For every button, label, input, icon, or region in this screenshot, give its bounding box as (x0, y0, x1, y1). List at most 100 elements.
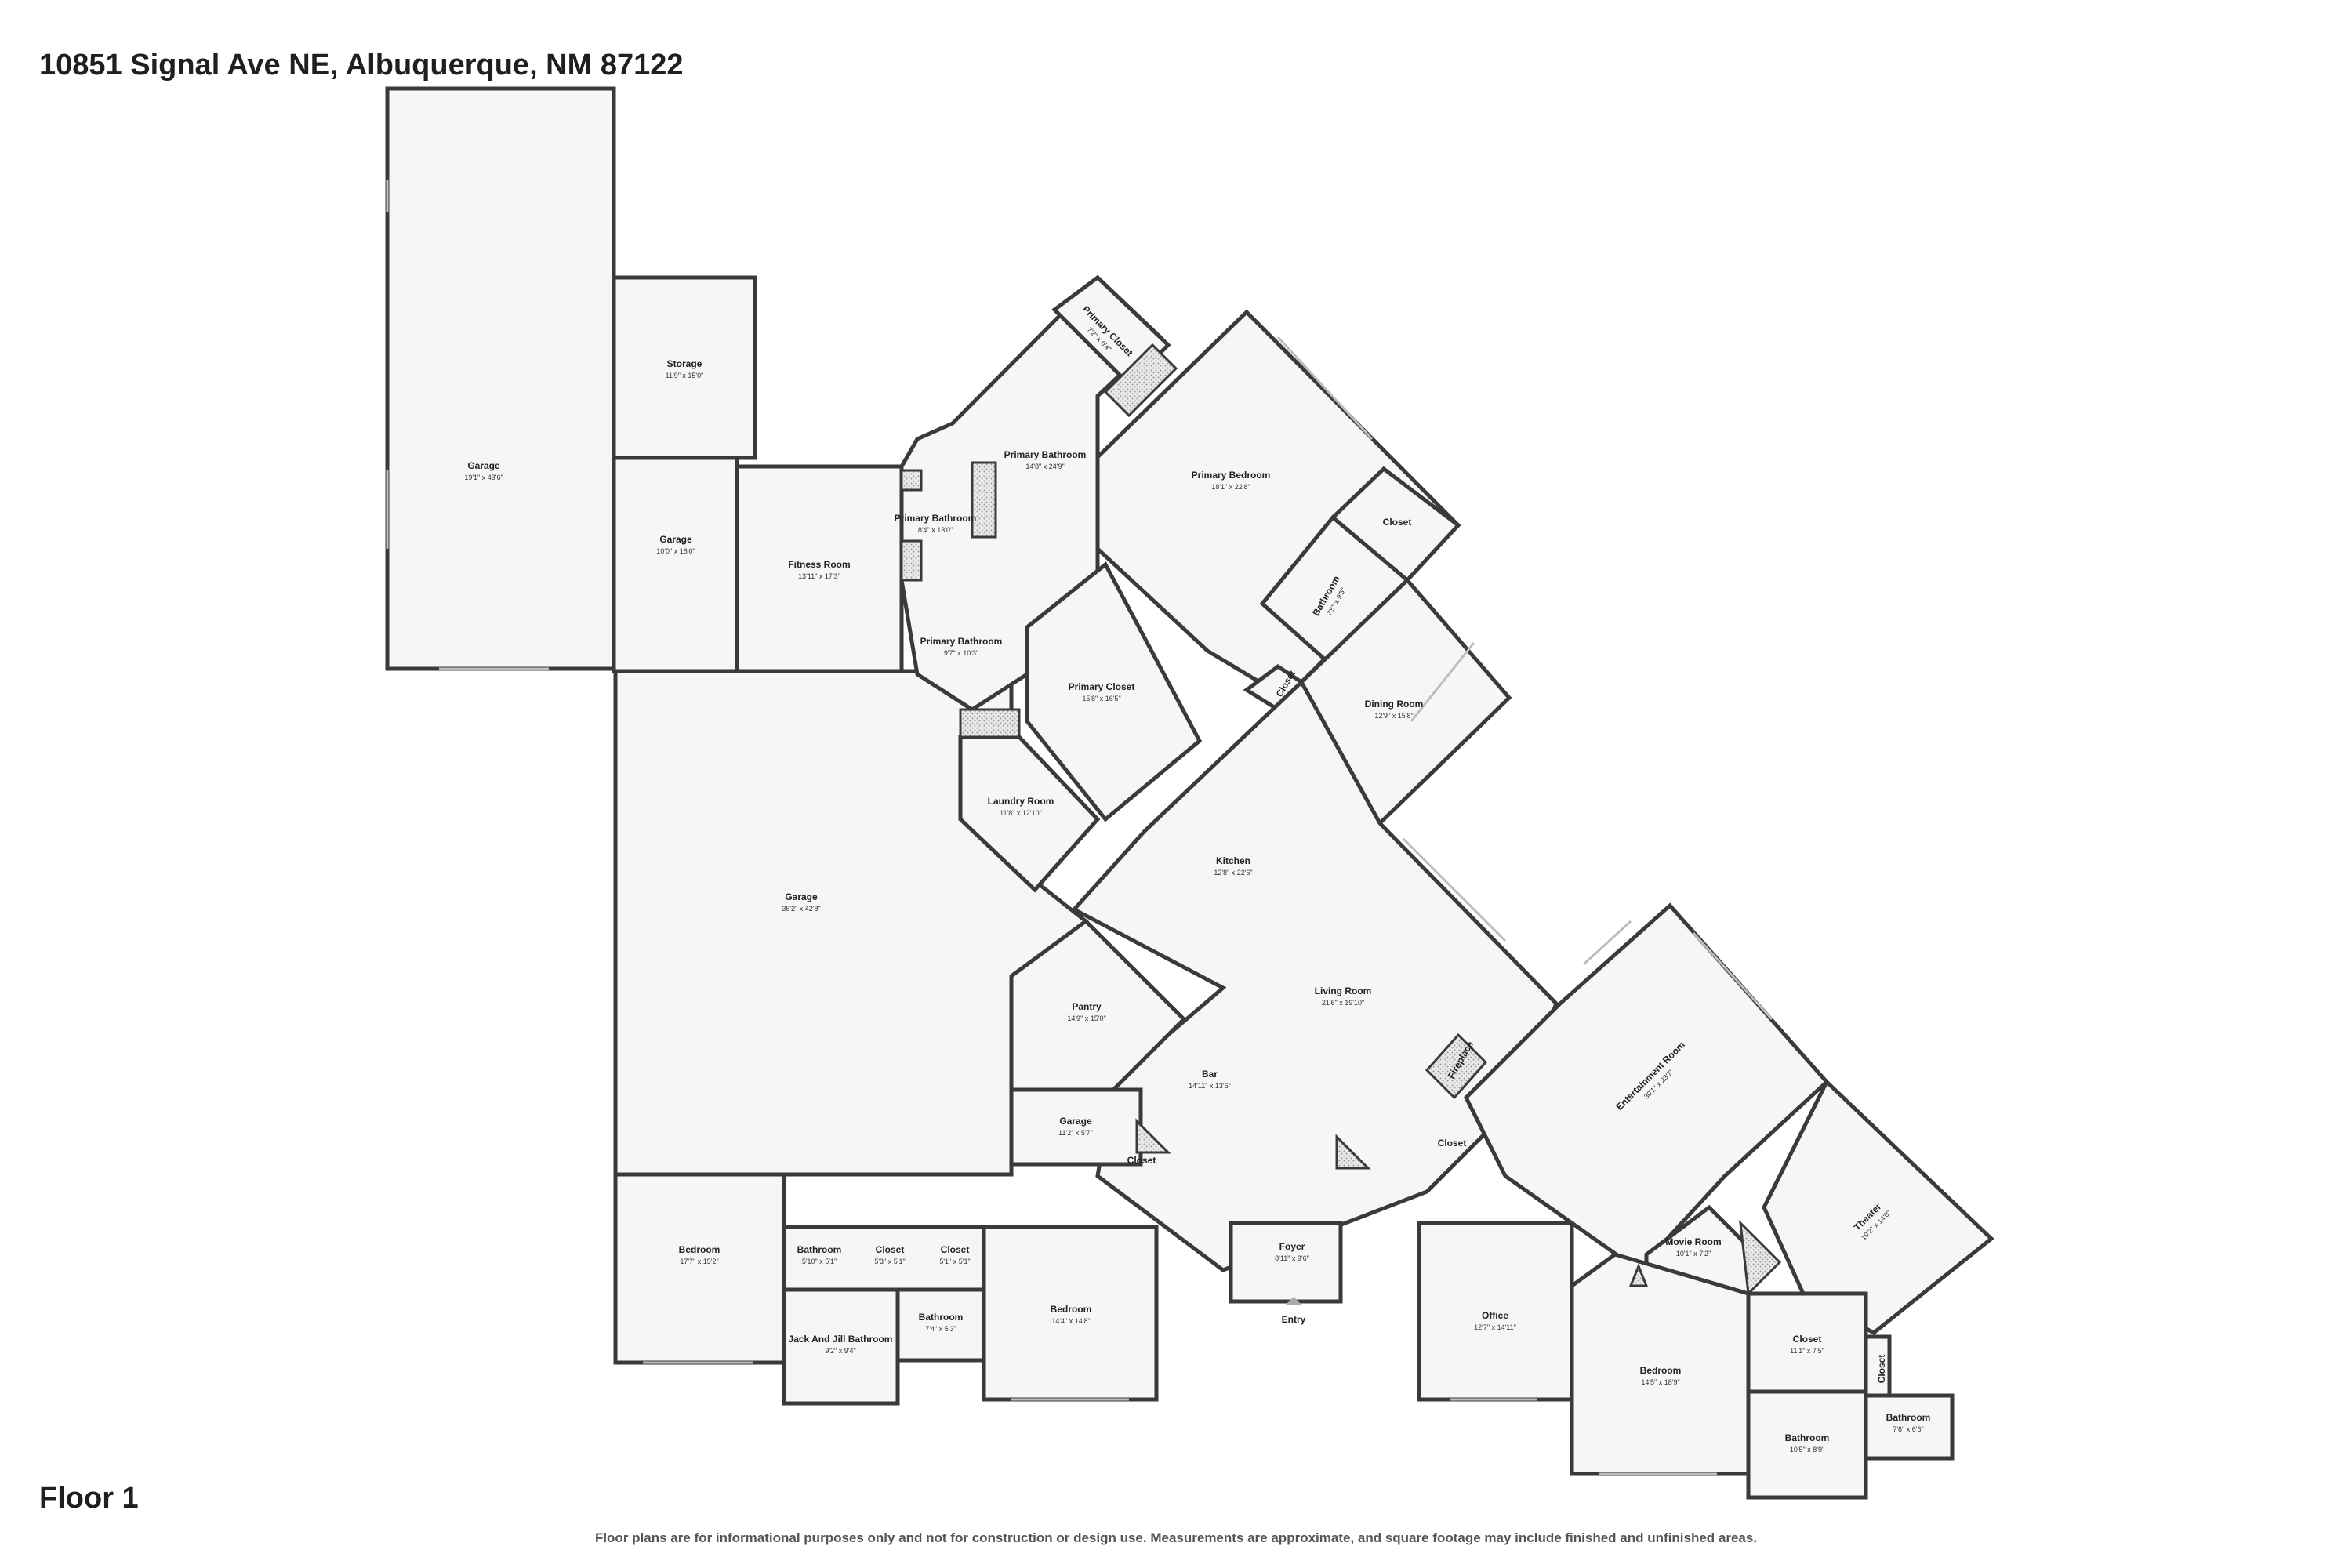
room-label: Primary Bathroom 9'7" x 10'3" (920, 636, 1003, 657)
svg-text:Bedroom: Bedroom (679, 1244, 720, 1255)
svg-text:8'4" x 13'0": 8'4" x 13'0" (918, 526, 953, 534)
garage-small (612, 456, 739, 673)
windows (386, 180, 1773, 1475)
svg-text:5'1" x 5'1": 5'1" x 5'1" (939, 1258, 970, 1265)
svg-text:14'11" x 13'6": 14'11" x 13'6" (1189, 1082, 1231, 1090)
bath-fixture-2 (900, 469, 923, 492)
svg-text:Kitchen: Kitchen (1216, 855, 1250, 866)
bathroom-far-east (1864, 1393, 1955, 1461)
window (1692, 931, 1773, 1021)
bath-row (782, 1225, 986, 1292)
garage-mini (1009, 1087, 1143, 1167)
entry-label: Entry (1282, 1314, 1306, 1325)
pantry (1009, 918, 1187, 1092)
fixtures (900, 343, 1782, 1297)
floor-label: Floor 1 (39, 1482, 139, 1515)
svg-text:10'1" x 7'2": 10'1" x 7'2" (1676, 1250, 1711, 1258)
bathroom-small (895, 1287, 986, 1363)
primary-closet-mid (1025, 561, 1203, 822)
svg-text:Primary Closet: Primary Closet (1069, 681, 1135, 692)
bedroom-mid (982, 1225, 1159, 1402)
fireplace-fixture (1425, 1033, 1488, 1100)
room-label: Bedroom 14'4" x 14'8" (1051, 1304, 1092, 1325)
svg-text:18'1" x 22'8": 18'1" x 22'8" (1211, 483, 1250, 491)
theater (1762, 1078, 1994, 1335)
svg-text:9'7" x 10'3": 9'7" x 10'3" (944, 649, 978, 657)
svg-text:10'5" x 8'9": 10'5" x 8'9" (1790, 1446, 1824, 1454)
window (1582, 920, 1632, 966)
page-title: 10851 Signal Ave NE, Albuquerque, NM 871… (39, 49, 684, 82)
svg-text:Living Room: Living Room (1315, 985, 1372, 996)
room-label: Bedroom 17'7" x 15'2" (679, 1244, 720, 1265)
room-label: Living Room 21'6" x 19'10" (1315, 985, 1372, 1007)
svg-text:Closet: Closet (1127, 1155, 1156, 1166)
fitness-room (735, 464, 904, 675)
room-label: Primary Bathroom 8'4" x 13'0" (895, 513, 977, 534)
svg-text:Bathroom: Bathroom (1785, 1432, 1830, 1443)
bath-fixture-3 (900, 539, 923, 582)
svg-text:Dining Room: Dining Room (1365, 699, 1424, 710)
room-label: Pantry 14'9" x 15'0" (1067, 1001, 1105, 1022)
bath-fixture-4 (971, 461, 997, 539)
window (1276, 336, 1374, 441)
svg-text:14'8" x 24'9": 14'8" x 24'9" (1025, 463, 1064, 470)
svg-text:17'7" x 15'2": 17'7" x 15'2" (680, 1258, 718, 1265)
svg-text:36'2" x 42'8": 36'2" x 42'8" (782, 905, 820, 913)
entry-arrow-icon (1286, 1297, 1301, 1305)
room-label: Closet (1876, 1355, 1887, 1384)
svg-text:Jack And Jill Bathroom: Jack And Jill Bathroom (789, 1334, 893, 1345)
svg-text:Bathroom: Bathroom (1886, 1412, 1931, 1423)
room-label: Bathroom 10'5" x 8'9" (1785, 1432, 1830, 1454)
svg-text:Garage: Garage (659, 534, 692, 545)
svg-text:Storage: Storage (667, 358, 702, 369)
jack-jill-bath (782, 1287, 900, 1406)
svg-text:11'2" x 5'7": 11'2" x 5'7" (1058, 1129, 1093, 1137)
room-label: Closet 5'1" x 5'1" (939, 1244, 970, 1265)
svg-text:Garage: Garage (1059, 1116, 1092, 1127)
svg-text:Laundry Room: Laundry Room (988, 796, 1054, 807)
svg-text:Bathroom: Bathroom (919, 1312, 964, 1323)
bath-fixture-1 (959, 708, 1021, 739)
svg-text:Bathroom: Bathroom (797, 1244, 842, 1255)
svg-text:14'5" x 18'9": 14'5" x 18'9" (1641, 1378, 1679, 1386)
svg-text:Primary Bathroom: Primary Bathroom (920, 636, 1003, 647)
window (1410, 642, 1475, 722)
svg-text:8'11" x 9'6": 8'11" x 9'6" (1275, 1254, 1309, 1262)
svg-text:Pantry: Pantry (1072, 1001, 1102, 1012)
svg-text:14'4" x 14'8": 14'4" x 14'8" (1051, 1317, 1090, 1325)
svg-text:11'8" x 12'10": 11'8" x 12'10" (1000, 809, 1042, 817)
svg-text:9'2" x 9'4": 9'2" x 9'4" (825, 1347, 855, 1355)
svg-text:Closet: Closet (1876, 1355, 1887, 1384)
room-label: Closet (1438, 1138, 1467, 1149)
svg-text:14'9" x 15'0": 14'9" x 15'0" (1067, 1014, 1105, 1022)
svg-text:12'8" x 22'6": 12'8" x 22'6" (1214, 869, 1252, 877)
svg-text:19'1" x 49'6": 19'1" x 49'6" (464, 474, 503, 481)
room-label: Laundry Room 11'8" x 12'10" (988, 796, 1054, 817)
svg-text:12'7" x 14'11": 12'7" x 14'11" (1474, 1323, 1516, 1331)
svg-text:5'10" x 5'1": 5'10" x 5'1" (802, 1258, 837, 1265)
svg-text:21'6" x 19'10": 21'6" x 19'10" (1322, 999, 1364, 1007)
room-label: Kitchen 12'8" x 22'6" (1214, 855, 1252, 877)
svg-text:Bedroom: Bedroom (1051, 1304, 1092, 1315)
svg-text:Closet: Closet (941, 1244, 970, 1255)
bedroom-east (1570, 1252, 1751, 1476)
room-label: Jack And Jill Bathroom 9'2" x 9'4" (789, 1334, 893, 1355)
room-label: Closet (1127, 1155, 1156, 1166)
svg-text:Primary Bathroom: Primary Bathroom (895, 513, 977, 524)
stair-fixture-1 (1135, 1118, 1171, 1154)
closet-fixture (1103, 343, 1178, 418)
